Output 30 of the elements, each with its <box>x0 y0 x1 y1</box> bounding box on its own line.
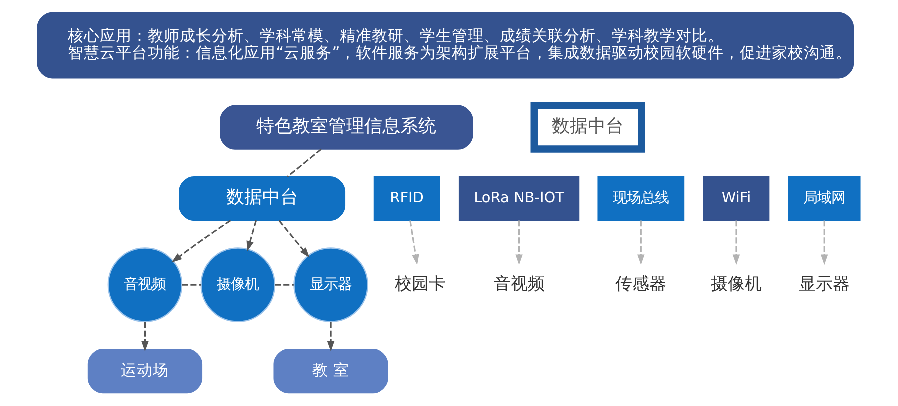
node-box: RFID <box>374 176 440 222</box>
node-box: 教 室 <box>274 349 388 394</box>
arrow <box>732 220 740 266</box>
node-text: 音视频 <box>494 274 545 294</box>
node-text: 摄像机 <box>710 274 762 294</box>
node-box: 数据中台 <box>179 176 346 222</box>
node-text: 显示器 <box>799 274 850 294</box>
arrow <box>327 322 335 352</box>
node-circle: 摄像机 <box>200 248 276 322</box>
node-box: 局域网 <box>788 176 861 222</box>
arrow <box>172 220 232 263</box>
node-text: 传感器 <box>616 274 667 294</box>
node-box: WiFi <box>703 176 770 222</box>
arrow <box>516 220 523 266</box>
arrow <box>142 322 149 352</box>
node-text: 校园卡 <box>394 274 446 294</box>
arrow <box>410 220 420 266</box>
node-box: 数据中台 <box>530 102 646 153</box>
arrow <box>278 220 310 258</box>
arrow <box>638 220 645 266</box>
arrow <box>246 220 258 252</box>
node-box: 运动场 <box>88 349 203 394</box>
connector <box>275 284 294 286</box>
node-box: LoRa NB-IOT <box>458 176 580 222</box>
arrow <box>820 220 828 266</box>
connector <box>182 284 202 286</box>
node-box: 核心应用：教师成长分析、学科常模、精准教研、学生管理、成绩关联分析、学科教学对比。 智慧云平台功能：信息化应用“云服务”，软件服务为架构扩展平台，集成数据驱动校园软硬件，促进家校沟通。 <box>37 12 854 79</box>
connector <box>287 148 322 178</box>
node-box: 现场总线 <box>598 176 685 222</box>
node-box: 特色教室管理信息系统 <box>220 105 474 150</box>
